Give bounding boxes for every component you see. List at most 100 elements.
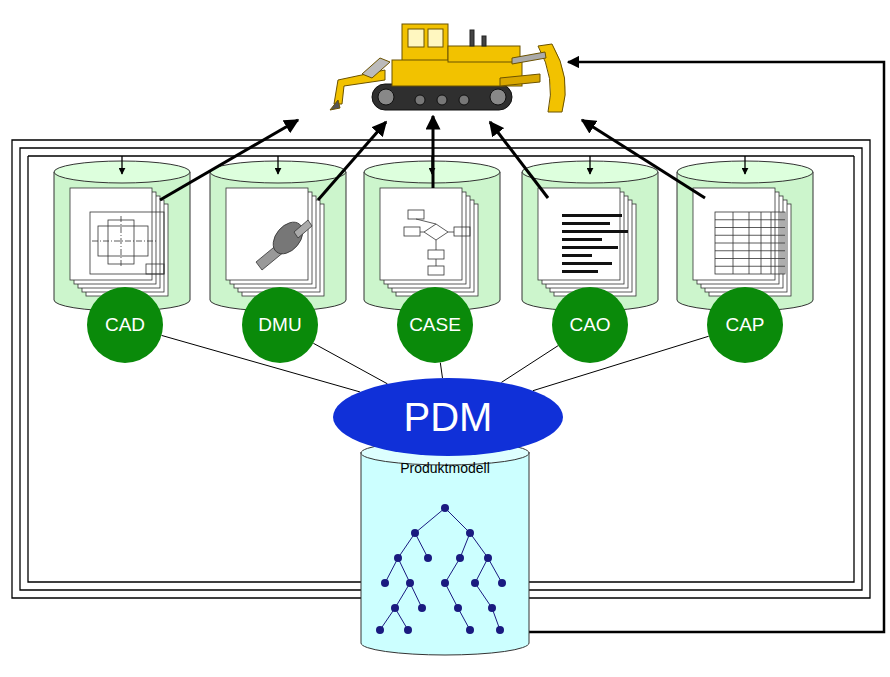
- cap-icon: [715, 227, 785, 228]
- feedback-arrow: [528, 62, 884, 632]
- cao-icon: [562, 230, 628, 233]
- tree-branch: [385, 558, 398, 583]
- input-arrow: [589, 156, 590, 174]
- cad-icon: [92, 241, 158, 242]
- cad-icon: [121, 216, 122, 268]
- tool-circle: CASE: [397, 287, 473, 363]
- bulldozer: [470, 30, 474, 46]
- case-icon: [404, 227, 420, 236]
- document-page: [380, 188, 462, 280]
- case-icon: [428, 250, 444, 259]
- tool-circle: CAP: [707, 287, 783, 363]
- bulldozer: [330, 100, 340, 110]
- bulldozer: [512, 52, 546, 64]
- input-arrow: [121, 156, 122, 174]
- pdm-ellipse: PDM: [333, 378, 563, 456]
- tree-node: [424, 554, 432, 562]
- bulldozer: [408, 29, 424, 47]
- tree-branch: [415, 508, 445, 533]
- document-page: [70, 188, 152, 280]
- tree-node: [466, 626, 474, 634]
- input-arrow: [277, 156, 278, 174]
- bulldozer: [459, 95, 469, 105]
- tool-circle: DMU: [242, 287, 318, 363]
- tree-node: [418, 604, 426, 612]
- database-cylinder: Produktmodell: [360, 440, 530, 656]
- tree-node: [484, 554, 492, 562]
- bulldozer: [482, 36, 486, 46]
- cao-icon: [562, 238, 602, 241]
- node-label: CAD: [105, 314, 145, 336]
- bulldozer: [372, 84, 512, 110]
- tree-node: [406, 579, 414, 587]
- cap-icon: [715, 212, 785, 274]
- cap-icon: [715, 243, 785, 244]
- tree-branch: [445, 508, 470, 533]
- cad-icon: [90, 212, 164, 274]
- tree-node: [466, 529, 474, 537]
- cap-icon: [715, 219, 785, 220]
- case-icon: [428, 266, 444, 275]
- cap-icon: [771, 212, 772, 274]
- cap-icon: [781, 212, 782, 274]
- tree-branch: [398, 533, 415, 558]
- tree-branch: [475, 558, 488, 583]
- tree-node: [498, 579, 506, 587]
- tree-node: [456, 554, 464, 562]
- dmu-icon: [267, 216, 309, 259]
- bulldozer: [448, 46, 520, 62]
- case-icon: [454, 227, 470, 236]
- cao-icon: [562, 214, 622, 217]
- cao-icon: [562, 262, 612, 265]
- output-arrows: [582, 120, 705, 198]
- node-label: DMU: [258, 314, 301, 336]
- case-icon: [424, 224, 448, 240]
- tree-branch: [395, 583, 410, 608]
- tree-node: [411, 529, 419, 537]
- tool-circle: CAO: [552, 287, 628, 363]
- output-arrows: [318, 122, 386, 200]
- bulldozer: [490, 89, 506, 105]
- tree-node: [471, 579, 479, 587]
- tool-circle: CAD: [87, 287, 163, 363]
- link-line: [501, 346, 558, 383]
- cap-icon: [749, 212, 750, 274]
- cad-icon: [146, 264, 164, 274]
- feedback-arrow: [528, 62, 884, 632]
- tree-branch: [445, 558, 460, 583]
- tree-node: [394, 554, 402, 562]
- tree-node: [381, 579, 389, 587]
- node-label: CASE: [409, 314, 461, 336]
- tree-node: [454, 604, 462, 612]
- cap-icon: [715, 266, 785, 267]
- input-arrow: [744, 156, 745, 174]
- link-line: [313, 343, 387, 384]
- cap-icon: [715, 258, 785, 259]
- bulldozer: [362, 58, 390, 78]
- tree-branch: [410, 583, 422, 608]
- tree-branch: [475, 583, 492, 608]
- link-line: [440, 363, 442, 378]
- cao-icon: [562, 222, 610, 225]
- node-label: CAP: [725, 314, 764, 336]
- dmu-icon: [256, 216, 312, 270]
- tree-branch: [470, 533, 488, 558]
- tree-node: [441, 579, 449, 587]
- dmu-icon: [294, 220, 312, 238]
- tree-branch: [398, 558, 410, 583]
- document-page: [538, 188, 620, 280]
- bulldozer: [415, 95, 425, 105]
- cao-icon: [562, 246, 618, 249]
- bulldozer: [330, 24, 565, 112]
- tree-node: [376, 626, 384, 634]
- bulldozer: [428, 29, 443, 47]
- case-icon: [404, 210, 470, 275]
- node-label: CAO: [569, 314, 610, 336]
- case-icon: [408, 210, 424, 219]
- output-arrows: [490, 122, 548, 198]
- bulldozer: [402, 24, 448, 64]
- database-label: Produktmodell: [400, 460, 490, 476]
- bulldozer: [437, 95, 447, 105]
- tree-branch: [488, 558, 502, 583]
